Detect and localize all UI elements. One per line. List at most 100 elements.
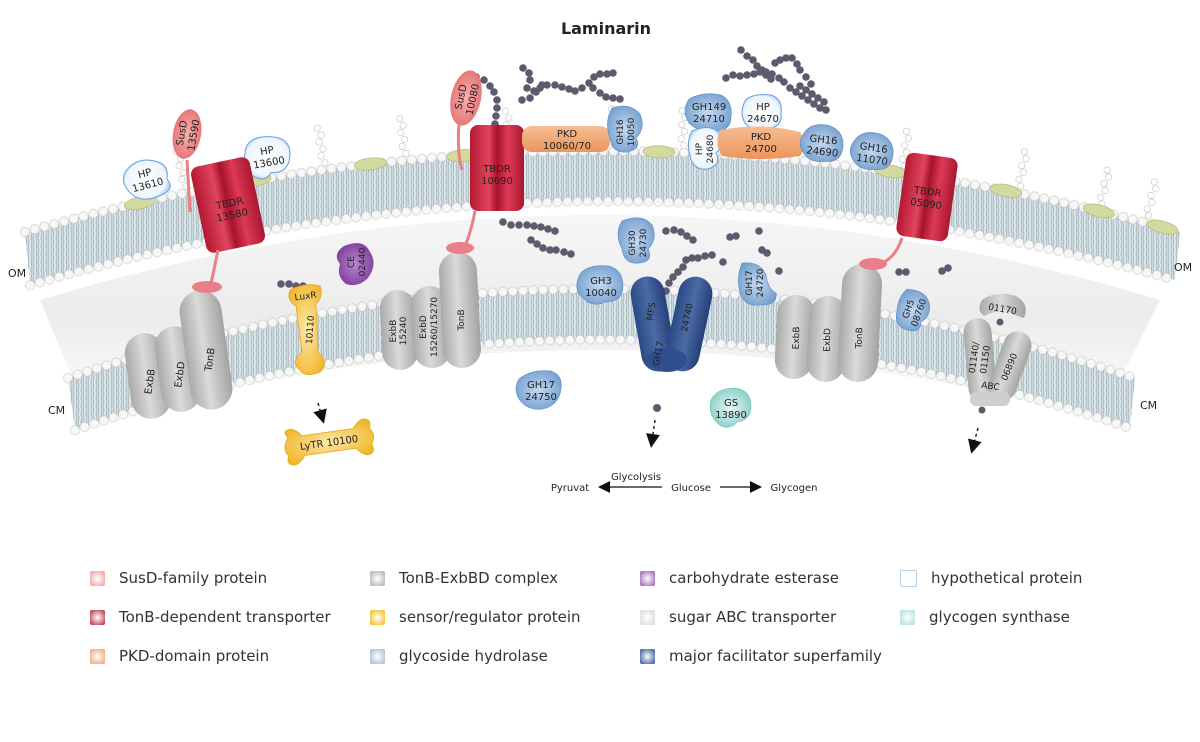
svg-text:02440: 02440 xyxy=(358,247,368,276)
laminarin-glucose-unit xyxy=(763,249,771,257)
svg-text:GH16: GH16 xyxy=(859,141,888,156)
pathway-right-label: Glycogen xyxy=(771,483,818,494)
lps-sugar-unit xyxy=(315,138,323,146)
svg-text:11070: 11070 xyxy=(855,153,888,168)
laminarin-glucose-unit xyxy=(808,90,816,98)
om-label-left: OM xyxy=(8,267,26,280)
laminarin-glucose-unit xyxy=(526,94,534,102)
luxr-10110: LuxR 10110 xyxy=(288,284,325,375)
svg-text:TonB: TonB xyxy=(203,347,217,373)
lps-sugar-unit xyxy=(900,141,909,149)
laminarin-glucose-unit xyxy=(560,248,568,256)
laminarin-glucose-unit xyxy=(780,78,788,86)
lps-sugar-unit xyxy=(1103,166,1111,174)
laminarin-glucose-unit xyxy=(814,94,822,102)
legend-label: TonB-dependent transporter xyxy=(119,608,331,626)
svg-text:GH149: GH149 xyxy=(692,102,726,113)
legend-swatch xyxy=(900,609,915,625)
svg-text:05090: 05090 xyxy=(909,197,942,212)
laminarin-glucose-unit xyxy=(694,254,702,262)
laminarin-glucose-unit xyxy=(578,84,586,92)
laminarin-glucose-unit xyxy=(895,268,903,276)
hp-24670: HP 24670 xyxy=(741,94,782,131)
svg-text:GH3: GH3 xyxy=(590,276,612,287)
svg-text:MFS: MFS xyxy=(646,301,659,321)
lps-sugar-unit xyxy=(902,127,911,135)
svg-text:TonB: TonB xyxy=(457,309,467,331)
tbdr-13580: TBDR 13580 xyxy=(190,157,266,253)
sugar-abc-transporter: 01170 01140/ 01150 06890 ABC xyxy=(963,293,1032,414)
lipid-a-disk xyxy=(989,183,1023,198)
laminarin-glucose-unit xyxy=(539,244,547,252)
laminarin-glucose-unit xyxy=(776,56,784,64)
laminarin-glucose-unit xyxy=(796,66,804,74)
laminarin-glucose-unit xyxy=(518,96,526,104)
laminarin-glucose-unit xyxy=(546,246,554,254)
legend-label: SusD-family protein xyxy=(119,569,268,587)
svg-text:ExbB: ExbB xyxy=(143,368,157,395)
svg-text:01140/: 01140/ xyxy=(968,340,982,374)
hp-13600: HP 13600 xyxy=(243,136,291,180)
laminarin-glucose-unit xyxy=(285,280,293,288)
hp-24680: HP 24680 xyxy=(687,127,723,170)
glucose-molecule xyxy=(653,404,661,412)
legend-label: sensor/regulator protein xyxy=(399,608,581,626)
lps-sugar-unit xyxy=(319,145,327,153)
laminarin-glucose-unit xyxy=(804,96,812,104)
svg-text:ExbB: ExbB xyxy=(389,320,399,343)
lytr-10100: LyTR 10100 xyxy=(284,418,375,466)
laminarin-glucose-unit xyxy=(749,56,757,64)
legend-item: PKD-domain protein xyxy=(90,645,269,667)
svg-text:15240: 15240 xyxy=(399,316,409,345)
tonb-1 xyxy=(179,290,233,410)
pathway-left-label: Pyruvat xyxy=(551,483,589,494)
laminarin-glucose-unit xyxy=(743,52,751,60)
legend-swatch xyxy=(90,648,105,664)
legend-item: hypothetical protein xyxy=(900,567,1082,589)
svg-text:13890: 13890 xyxy=(715,410,747,421)
laminarin-glucose-unit xyxy=(492,112,500,120)
laminarin-glucose-unit xyxy=(788,54,796,62)
tonb-3 xyxy=(837,264,883,382)
svg-text:01150: 01150 xyxy=(979,345,993,375)
laminarin-glucose-unit xyxy=(798,92,806,100)
svg-text:HP: HP xyxy=(756,102,770,113)
laminarin-glucose-unit xyxy=(688,254,696,262)
lps-sugar-unit xyxy=(904,134,913,142)
lps-sugar-unit xyxy=(1144,212,1153,220)
svg-text:HP: HP xyxy=(259,145,274,158)
exbb-2 xyxy=(379,290,419,370)
lps-sugar-unit xyxy=(902,148,911,156)
lps-sugar-unit xyxy=(501,107,510,115)
laminarin-glucose-unit xyxy=(551,81,559,89)
laminarin-glucose-unit xyxy=(682,256,690,264)
laminarin-glucose-unit xyxy=(493,96,501,104)
lps-sugar-unit xyxy=(398,142,406,151)
diagram-title: Laminarin xyxy=(561,19,651,38)
lps-sugar-unit xyxy=(1101,186,1109,195)
svg-text:GH30: GH30 xyxy=(628,230,638,255)
lps-sugar-unit xyxy=(1019,168,1027,177)
laminarin-glucose-unit xyxy=(793,60,801,68)
laminarin-glucose-unit xyxy=(515,221,523,229)
laminarin-glucose-unit xyxy=(609,94,617,102)
legend-label: hypothetical protein xyxy=(931,569,1083,587)
svg-text:GH17: GH17 xyxy=(527,380,555,391)
laminarin-glucose-unit xyxy=(768,70,776,78)
svg-text:CE: CE xyxy=(347,256,357,268)
laminarin-glucose-unit xyxy=(525,69,533,77)
lps-sugar-unit xyxy=(395,114,404,123)
gh149-24710: GH149 24710 xyxy=(684,93,732,132)
pkd-24700: PKD 24700 xyxy=(717,126,804,159)
legend-item: glycoside hydrolase xyxy=(370,645,548,667)
svg-text:24680: 24680 xyxy=(706,134,716,163)
lps-sugar-unit xyxy=(1147,191,1155,200)
laminarin-glucose-unit xyxy=(786,84,794,92)
lps-sugar-unit xyxy=(321,159,329,167)
legend-label: major facilitator superfamily xyxy=(669,647,882,665)
laminarin-glucose-unit xyxy=(603,70,611,78)
svg-text:24720: 24720 xyxy=(756,268,766,297)
laminarin-glucose-unit xyxy=(499,218,507,226)
tonb-exbbd-complex-2: ExbB 15240 ExbD 15260/15270 TonB xyxy=(379,242,482,370)
svg-text:ABC: ABC xyxy=(980,381,1000,393)
